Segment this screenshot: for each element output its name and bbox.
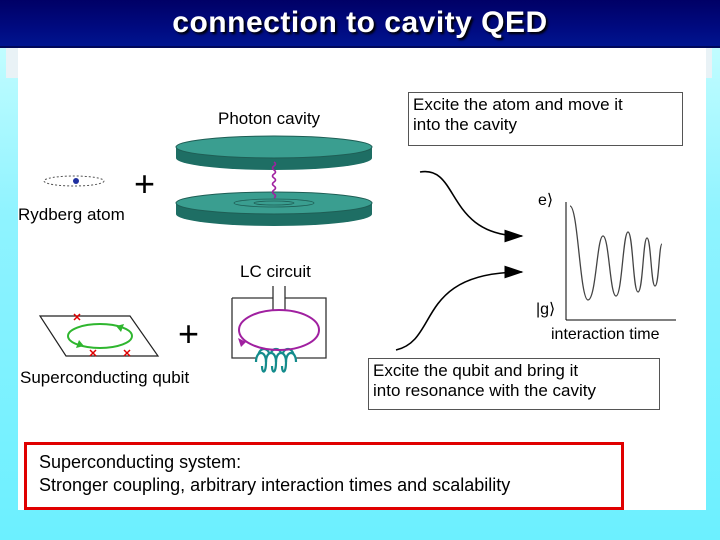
rydberg-atom-icon — [43, 175, 105, 187]
summary-line-2: Stronger coupling, arbitrary interaction… — [39, 475, 511, 495]
atom-note-box: Excite the atom and move it into the cav… — [408, 92, 683, 146]
josephson-junction-marks — [73, 313, 131, 357]
rydberg-atom-label: Rydberg atom — [18, 205, 125, 224]
rabi-oscillation-plot: e⟩ |g⟩ interaction time — [536, 192, 676, 343]
lc-current-loop — [238, 309, 320, 351]
cavity-qed-diagram: Photon cavity + Rydberg atom LC circuit — [18, 109, 676, 387]
superconducting-qubit-label: Superconducting qubit — [20, 368, 189, 387]
summary-line-1: Superconducting system: — [39, 452, 242, 472]
inductor-coil-loops — [254, 351, 298, 373]
qubit-to-plot-arrow — [395, 265, 524, 351]
qubit-note-line-1: Excite the qubit and bring it — [373, 361, 579, 380]
rabi-oscillation-curve — [569, 205, 663, 301]
atom-note-line-2: into the cavity — [413, 115, 517, 134]
plus-sign-atom: + — [134, 163, 155, 204]
summary-box: Superconducting system: Stronger couplin… — [24, 442, 624, 510]
atom-note-line-1: Excite the atom and move it — [413, 95, 623, 114]
ground-state-label: |g⟩ — [536, 301, 555, 318]
atom-to-plot-arrow — [419, 170, 524, 243]
cavity-top-mirror — [175, 135, 373, 170]
cavity-bottom-mirror — [175, 191, 373, 226]
lc-circuit-diagram — [231, 286, 327, 359]
qubit-note-line-2: into resonance with the cavity — [373, 381, 597, 400]
excited-state-label: e⟩ — [538, 192, 553, 209]
interaction-time-label: interaction time — [551, 326, 660, 343]
plus-sign-qubit: + — [178, 313, 199, 354]
slide-content: Photon cavity + Rydberg atom LC circuit — [18, 48, 706, 510]
photon-cavity-label: Photon cavity — [218, 109, 321, 128]
title-bar: connection to cavity QED — [0, 0, 720, 48]
lc-circuit-label: LC circuit — [240, 262, 311, 281]
qubit-note-box: Excite the qubit and bring it into reson… — [368, 358, 660, 410]
cavity-photon-wave — [271, 161, 277, 199]
slide-title: connection to cavity QED — [172, 6, 548, 39]
superconducting-qubit-icon — [38, 313, 160, 357]
